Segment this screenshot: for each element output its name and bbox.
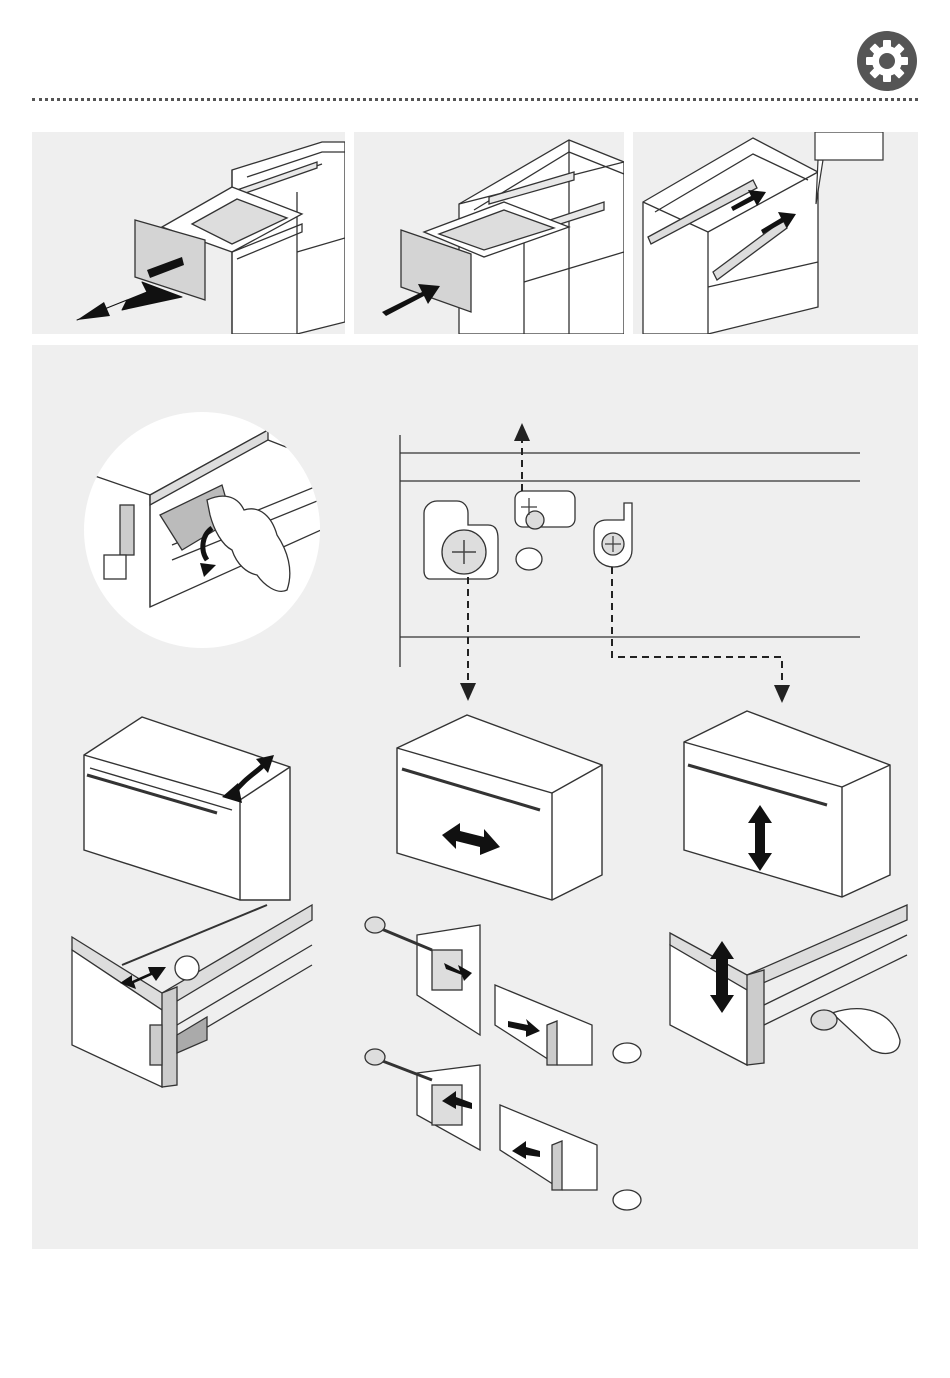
tilt-closeup: [72, 905, 312, 1087]
drawer-side: [397, 715, 602, 900]
step-3-panel: [633, 132, 918, 334]
step-1-panel: [32, 132, 345, 334]
drawer-height: [684, 711, 890, 897]
side-closeups: [365, 917, 641, 1210]
step-2-illustration: [354, 132, 624, 334]
down-arrow-head-2: [774, 685, 790, 703]
peel-cover-detail: [84, 412, 332, 648]
step-1-illustration: [32, 132, 345, 334]
step-2-panel: [354, 132, 624, 334]
adjuster-section: [400, 435, 860, 667]
adjustment-illustration: [32, 345, 918, 1249]
callout-box: [815, 132, 883, 204]
down-arrow-head-1: [460, 683, 476, 701]
adjustment-panel: [32, 345, 918, 1249]
drawer-tilt: [84, 717, 290, 900]
header-divider: [32, 98, 918, 101]
up-arrow-head: [514, 423, 530, 441]
step-3-illustration: [633, 132, 918, 334]
height-closeup: [670, 905, 907, 1065]
gear-icon: [856, 30, 918, 92]
